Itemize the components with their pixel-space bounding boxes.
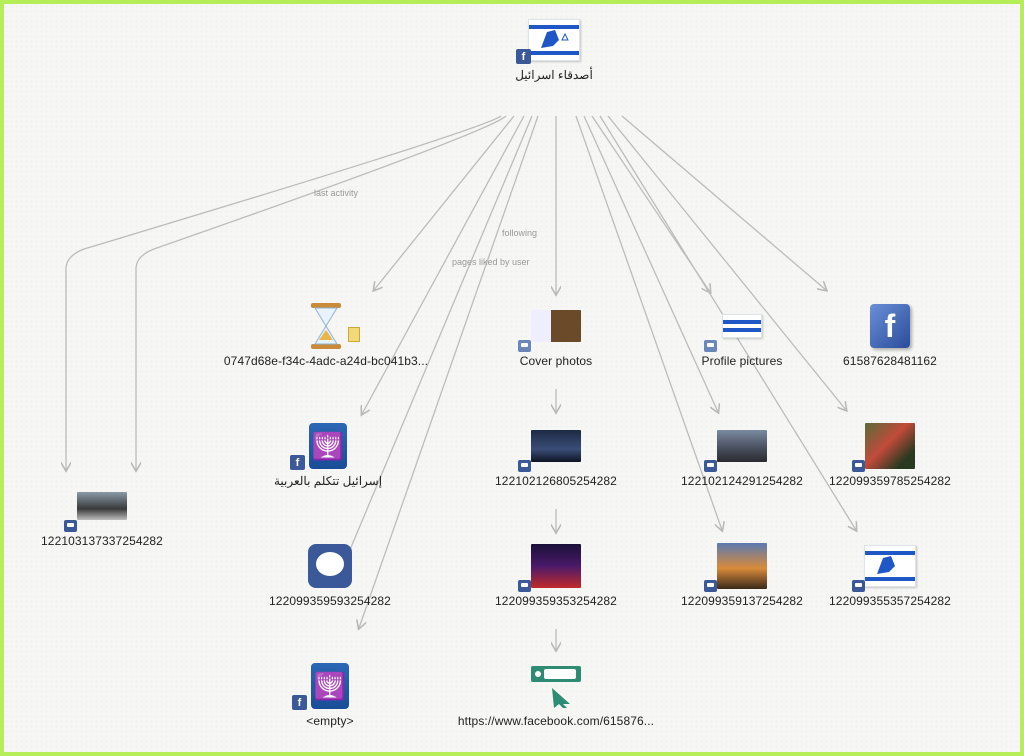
url-link-icon [528,664,584,708]
photo-badge-icon [852,460,865,472]
node-label: 122103137337254282 [41,534,163,548]
node-label: https://www.facebook.com/615876... [457,714,655,728]
photo-icon [852,423,918,472]
photo-badge-icon [704,340,717,352]
facebook-badge-icon: f [290,455,305,470]
facebook-badge-icon: f [516,49,531,64]
photo-icon [704,424,770,472]
photo-icon [518,544,584,592]
node-url[interactable]: https://www.facebook.com/615876... [446,664,666,728]
node-label: إسرائيل تتكلم بالعربية [273,474,383,488]
photo-icon [64,484,130,532]
israel-flag-lion-icon [852,544,918,592]
node-post-b[interactable]: 122102124291254282 [672,424,812,488]
photo-badge-icon [518,340,531,352]
node-post-d[interactable]: 122099359353254282 [486,544,626,608]
node-post-a[interactable]: 122102126805254282 [486,424,626,488]
node-post-f[interactable]: 122099355357254282 [820,544,960,608]
node-fb-id[interactable]: f 61587628481162 [840,304,940,368]
photo-badge-icon [704,460,717,472]
node-label: Profile pictures [701,354,783,368]
edge-to-fb [621,115,826,290]
node-root[interactable]: f أصدقاء اسرائيل [504,18,604,82]
facebook-icon: f [862,304,918,348]
edge-label-following: following [502,228,538,238]
node-israel-arabic[interactable]: 🕎 f إسرائيل تتكلم بالعربية [274,423,382,488]
node-label: 122099359353254282 [495,594,617,608]
photo-badge-icon [704,580,717,592]
node-label: Cover photos [519,354,593,368]
node-post-left[interactable]: 122103137337254282 [32,484,172,548]
node-empty[interactable]: 🕎 f <empty> [280,663,380,728]
edge-label-pages-liked: pages liked by user [452,257,530,267]
israel-flag-lion-icon: f [516,18,582,64]
photo-icon [518,424,584,472]
cover-photo-icon [518,304,584,352]
menorah-emblem-icon: 🕎 f [290,423,356,470]
hourglass-icon [298,303,360,349]
node-label: 122099359593254282 [269,594,391,608]
node-post-c[interactable]: 122099359785254282 [820,423,960,488]
edge-last-activity-1 [66,115,502,470]
node-post-e[interactable]: 122099359137254282 [672,543,812,608]
facebook-badge-icon: f [292,695,307,710]
node-label: أصدقاء اسرائيل [515,68,593,82]
node-profile-pictures[interactable]: Profile pictures [692,304,792,368]
messenger-icon [302,544,358,588]
node-label: 122102126805254282 [495,474,617,488]
node-label: 61587628481162 [843,354,937,368]
graph-edges [4,115,1020,752]
node-label: <empty> [306,714,354,728]
menorah-emblem-icon: 🕎 f [292,663,358,710]
profile-picture-icon [704,304,770,352]
node-label: 122099359785254282 [829,474,951,488]
node-label: 122099359137254282 [681,594,803,608]
graph-canvas[interactable]: last activity following pages liked by u… [4,4,1020,752]
document-badge-icon [348,327,360,342]
edge-label-last-activity: last activity [314,188,359,198]
photo-icon [704,543,770,592]
node-label: 0747d68e-f34c-4adc-a24d-bc041b3... [223,354,429,368]
node-messenger[interactable]: 122099359593254282 [260,544,400,608]
node-label: 122102124291254282 [681,474,803,488]
edge-last-activity-2 [136,115,507,470]
edge-to-profile [591,115,710,292]
node-cover-photos[interactable]: Cover photos [506,304,606,368]
node-user-id[interactable]: 0747d68e-f34c-4adc-a24d-bc041b3... [216,303,436,368]
photo-badge-icon [852,580,865,592]
photo-badge-icon [64,520,77,532]
node-label: 122099355357254282 [829,594,951,608]
photo-badge-icon [518,460,531,472]
photo-badge-icon [518,580,531,592]
